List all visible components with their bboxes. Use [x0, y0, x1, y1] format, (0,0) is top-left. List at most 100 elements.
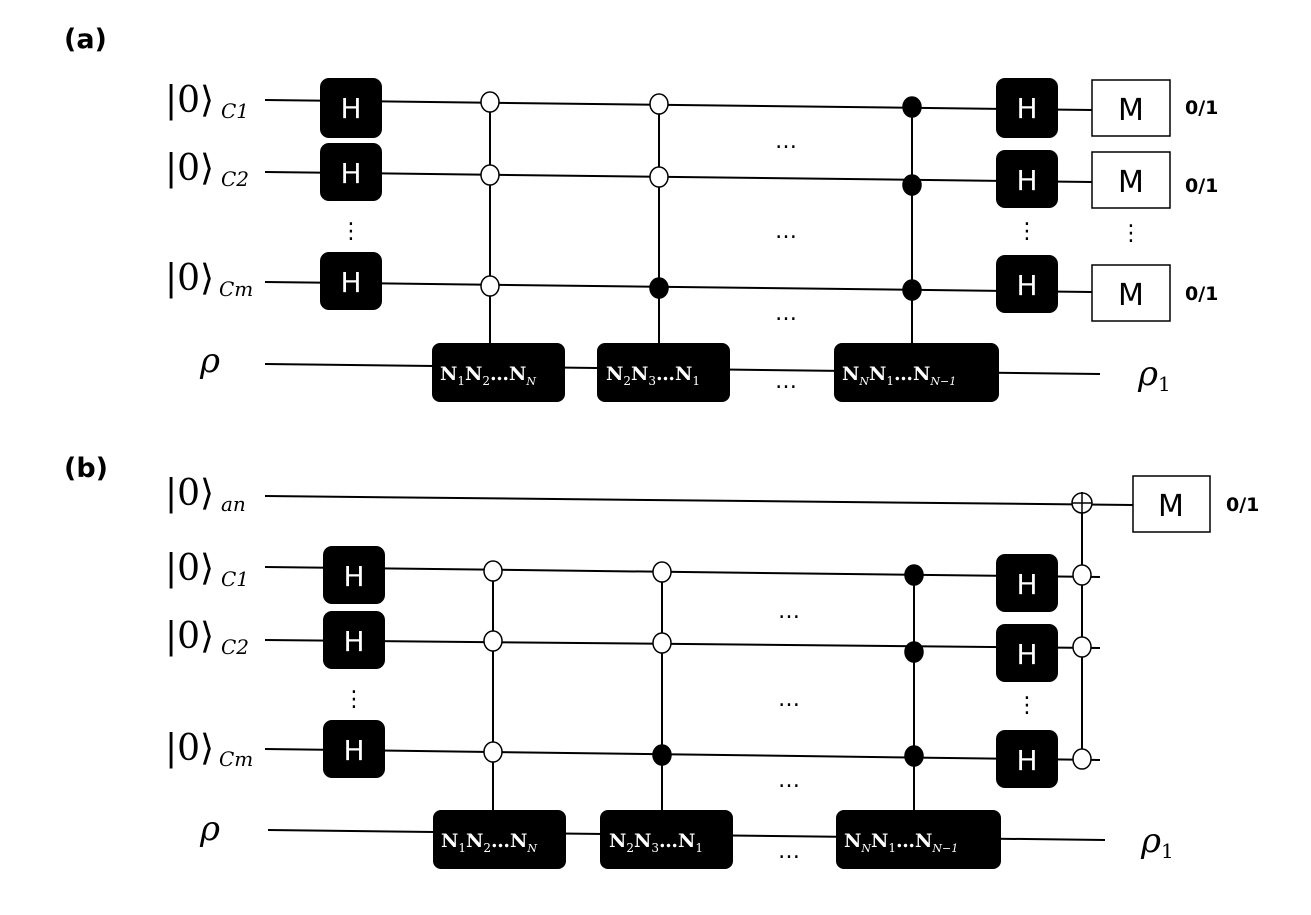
hadamard-gate: H: [996, 624, 1058, 682]
svg-text:M: M: [1118, 165, 1144, 200]
svg-text:1: 1: [1158, 372, 1171, 396]
open-control-dot: [649, 93, 669, 115]
panel-a: (a) |0⟩ C1 |0⟩ C2 |0⟩ Cm ρ: [64, 24, 1218, 402]
horizontal-ellipsis: …: [775, 129, 797, 154]
hadamard-gate: H: [996, 730, 1058, 788]
hadamard-gate: H: [996, 554, 1058, 612]
measurement-outcome: 0/1: [1185, 97, 1218, 119]
open-control-dot: [483, 741, 503, 763]
vertical-ellipsis: ⋮: [1016, 219, 1038, 244]
horizontal-ellipsis: …: [775, 369, 797, 394]
closed-control-dot: [904, 641, 924, 663]
svg-text:H: H: [340, 266, 361, 299]
svg-text:H: H: [340, 92, 361, 125]
ket-an-b: |0⟩ an: [165, 473, 246, 516]
svg-text:N2N3…N1: N2N3…N1: [609, 830, 703, 855]
ket-subscript: C2: [221, 167, 249, 191]
wire-c2-b: [264, 639, 1101, 649]
svg-text:1: 1: [1161, 839, 1174, 863]
rho-input-b: ρ: [199, 809, 220, 849]
measurement-outcome: 0/1: [1185, 175, 1218, 197]
svg-text:NNN1…NN−1: NNN1…NN−1: [842, 363, 956, 388]
ket-symbol: |0⟩: [165, 548, 214, 589]
ket-cm-b: |0⟩ Cm: [165, 728, 253, 771]
ket-symbol: |0⟩: [165, 80, 214, 121]
svg-text:NNN1…NN−1: NNN1…NN−1: [844, 830, 958, 855]
open-control-dot: [649, 166, 669, 188]
measurement-outcome: 0/1: [1226, 494, 1259, 516]
closed-control-dot: [904, 564, 924, 586]
horizontal-ellipsis: …: [775, 219, 797, 244]
open-control-dot: [652, 561, 672, 583]
hadamard-gate: H: [320, 143, 382, 201]
hadamard-gate: H: [996, 78, 1058, 138]
open-control-dot: [483, 560, 503, 582]
operator-box-2: N2N3…N1: [600, 810, 733, 869]
svg-text:H: H: [1016, 744, 1037, 777]
wire-c1-a: [264, 99, 1093, 111]
svg-text:H: H: [1016, 269, 1037, 302]
ket-symbol: |0⟩: [165, 473, 214, 514]
horizontal-ellipsis: …: [778, 687, 800, 712]
ket-subscript: Cm: [219, 277, 253, 301]
operator-box-1: N1N2…NN: [432, 343, 565, 402]
closed-control-dot: [649, 277, 669, 299]
panel-b: (b) |0⟩ an |0⟩ C1 |0⟩ C2 |0⟩ Cm ρ: [64, 453, 1259, 869]
vertical-ellipsis: ⋮: [1016, 693, 1038, 718]
ket-cm-a: |0⟩ Cm: [165, 258, 253, 301]
measurement-box: M: [1091, 264, 1171, 322]
rho-output-a: ρ 1: [1137, 354, 1171, 396]
operator-box-1: N1N2…NN: [433, 810, 566, 869]
closed-control-dot: [902, 174, 922, 196]
ket-subscript: Cm: [219, 747, 253, 771]
measurement-box: M: [1091, 79, 1171, 137]
operator-box-3: NNN1…NN−1: [836, 810, 1001, 869]
svg-text:ρ: ρ: [1140, 821, 1161, 861]
ket-symbol: |0⟩: [165, 148, 214, 189]
ket-subscript: an: [221, 492, 246, 516]
hadamard-gate: H: [320, 252, 382, 310]
open-control-dot: [483, 630, 503, 652]
ket-symbol: |0⟩: [165, 616, 214, 657]
svg-text:M: M: [1118, 278, 1144, 313]
svg-text:H: H: [340, 157, 361, 190]
ket-subscript: C1: [221, 567, 249, 591]
horizontal-ellipsis: …: [778, 768, 800, 793]
rho-input-a: ρ: [199, 341, 220, 381]
wire-ancilla-b: [264, 495, 1134, 506]
hadamard-gate: H: [323, 611, 385, 669]
open-control-dot: [1072, 748, 1092, 770]
svg-text:M: M: [1158, 489, 1184, 524]
svg-text:H: H: [1016, 92, 1037, 125]
svg-text:N1N2…NN: N1N2…NN: [441, 830, 537, 855]
ket-subscript: C2: [221, 635, 249, 659]
hadamard-gate: H: [320, 78, 382, 138]
open-control-dot: [480, 91, 500, 113]
svg-text:M: M: [1118, 93, 1144, 128]
operator-box-2: N2N3…N1: [597, 343, 730, 402]
horizontal-ellipsis: …: [778, 839, 800, 864]
svg-text:H: H: [1016, 568, 1037, 601]
vertical-ellipsis: ⋮: [1120, 221, 1142, 246]
ket-c2-a: |0⟩ C2: [165, 148, 249, 191]
hadamard-gate: H: [323, 546, 385, 604]
open-control-dot: [1072, 636, 1092, 658]
ket-c1-a: |0⟩ C1: [165, 80, 249, 123]
closed-control-dot: [902, 96, 922, 118]
measurement-outcome: 0/1: [1185, 283, 1218, 305]
panel-b-label: (b): [64, 453, 108, 484]
operator-box-3: NNN1…NN−1: [834, 343, 999, 402]
cnot-target-icon: [1071, 492, 1093, 514]
closed-control-dot: [902, 279, 922, 301]
svg-text:ρ: ρ: [1137, 354, 1158, 394]
vertical-ellipsis: ⋮: [340, 219, 362, 244]
hadamard-gate: H: [996, 150, 1058, 208]
wire-c1-b: [264, 566, 1101, 578]
rho-output-b: ρ 1: [1140, 821, 1174, 863]
measurement-box: M: [1091, 151, 1171, 209]
wire-c2-a: [264, 171, 1093, 183]
svg-text:H: H: [343, 625, 364, 658]
ket-c1-b: |0⟩ C1: [165, 548, 249, 591]
svg-text:H: H: [343, 734, 364, 767]
svg-text:H: H: [343, 560, 364, 593]
